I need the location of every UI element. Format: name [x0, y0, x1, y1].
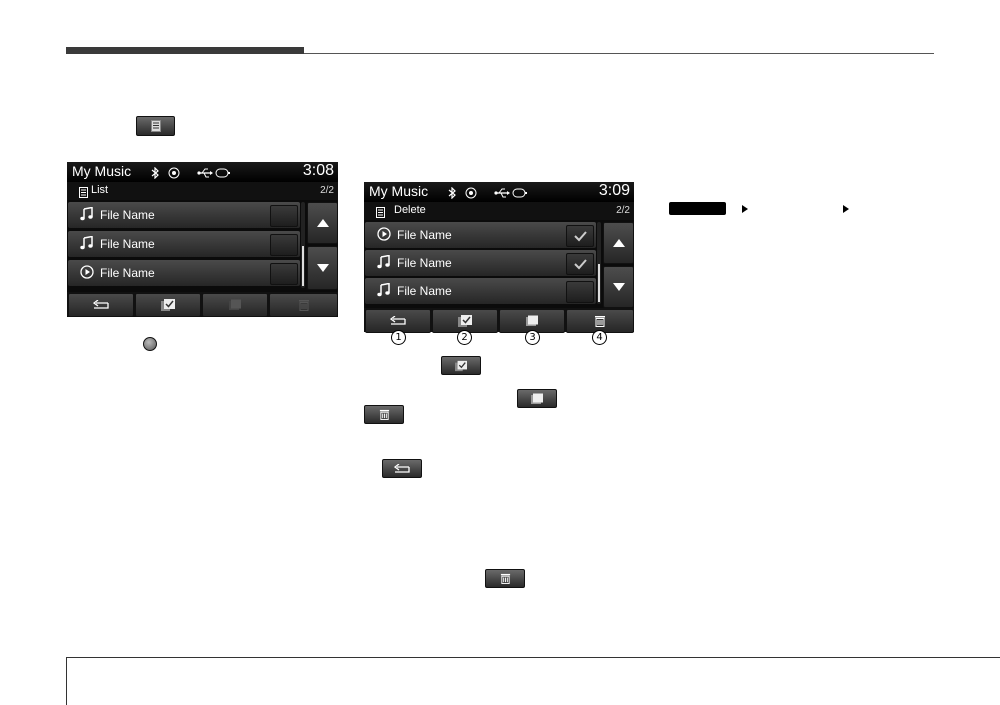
- unmark-all-icon: [526, 315, 538, 326]
- mark-all-chip-icon: [441, 356, 481, 375]
- mode-label: Delete: [394, 204, 426, 216]
- mark-all-button[interactable]: [135, 293, 201, 317]
- screen-title: My Music: [72, 163, 132, 179]
- path-arrow-icon: [742, 205, 748, 213]
- screen-title: My Music: [369, 183, 429, 199]
- bottom-toolbar: [67, 292, 338, 317]
- checkmark-icon: [574, 259, 587, 270]
- callout-1: 1: [391, 330, 406, 345]
- list-doc-icon: [79, 185, 88, 203]
- file-name: File Name: [397, 256, 452, 270]
- unmark-all-icon: [229, 299, 241, 310]
- scrollbar[interactable]: [597, 222, 601, 304]
- footer-rule: [66, 657, 1000, 658]
- back-button[interactable]: [68, 293, 134, 317]
- scrollbar[interactable]: [301, 202, 305, 288]
- scroll-thumb[interactable]: [302, 246, 304, 286]
- disc-icon: [465, 186, 477, 204]
- back-icon: [390, 316, 406, 325]
- checkbox-checked[interactable]: [566, 225, 594, 247]
- arrow-up-icon: [316, 219, 329, 227]
- usb-icon: [197, 166, 213, 184]
- callout-3: 3: [525, 330, 540, 345]
- scroll-down-button[interactable]: [603, 266, 634, 308]
- callout-2: 2: [457, 330, 472, 345]
- checkmark-icon: [574, 231, 587, 242]
- mode-bar: Delete 2/2: [364, 202, 634, 220]
- file-name: File Name: [397, 284, 452, 298]
- bottom-toolbar: [364, 308, 634, 333]
- list-item[interactable]: File Name: [68, 260, 300, 286]
- list-item[interactable]: File Name: [365, 278, 596, 304]
- checkbox[interactable]: [270, 234, 298, 256]
- page-indicator: 2/2: [320, 185, 334, 196]
- clock: 3:09: [598, 182, 630, 199]
- arrow-down-icon: [316, 264, 329, 272]
- music-note-icon: [80, 206, 94, 226]
- play-icon: [377, 227, 391, 246]
- status-bar: My Music 3:09: [364, 182, 634, 202]
- list-button-icon: [136, 116, 175, 136]
- back-chip-icon: [382, 459, 422, 478]
- play-icon: [80, 265, 94, 284]
- unmark-all-button[interactable]: [202, 293, 268, 317]
- delete-button[interactable]: [566, 309, 634, 333]
- disc-icon: [168, 166, 180, 184]
- path-arrow-icon: [843, 205, 849, 213]
- unmark-all-chip-icon: [517, 389, 557, 408]
- bluetooth-icon: [151, 166, 159, 184]
- file-name: File Name: [100, 237, 155, 251]
- delete-button[interactable]: [269, 293, 338, 317]
- screen-list-mode: My Music 3:08 List 2/2 File Name File Na…: [67, 162, 338, 317]
- list-item[interactable]: File Name: [68, 202, 300, 228]
- footer-divider: [66, 657, 67, 705]
- checkbox-checked[interactable]: [566, 253, 594, 275]
- list-item[interactable]: File Name: [365, 250, 596, 276]
- delete-doc-icon: [376, 205, 385, 223]
- ipod-icon: [215, 166, 231, 184]
- list-item[interactable]: File Name: [365, 222, 596, 248]
- mode-bar: List 2/2: [67, 182, 338, 200]
- screen-delete-mode: My Music 3:09 Delete 2/2 File Name File …: [364, 182, 634, 333]
- mark-all-icon: [458, 315, 472, 327]
- scroll-thumb[interactable]: [598, 264, 600, 302]
- tune-knob-icon: [143, 337, 157, 351]
- bluetooth-icon: [448, 186, 456, 204]
- status-bar: My Music 3:08: [67, 162, 338, 182]
- menu-key-badge: [669, 202, 726, 215]
- scroll-down-button[interactable]: [307, 246, 338, 290]
- trash-chip-icon: [364, 405, 404, 424]
- music-note-icon: [377, 282, 391, 302]
- page-indicator: 2/2: [616, 205, 630, 216]
- music-note-icon: [377, 254, 391, 274]
- list-item[interactable]: File Name: [68, 231, 300, 257]
- header-accent-bar: [66, 47, 304, 54]
- arrow-down-icon: [612, 283, 625, 291]
- header-rule: [304, 53, 934, 54]
- checkbox[interactable]: [270, 205, 298, 227]
- back-icon: [93, 300, 109, 309]
- file-name: File Name: [397, 228, 452, 242]
- trash-icon: [298, 300, 309, 311]
- arrow-up-icon: [612, 239, 625, 247]
- mark-all-icon: [161, 299, 175, 311]
- music-note-icon: [80, 235, 94, 255]
- callout-4: 4: [592, 330, 607, 345]
- scroll-up-button[interactable]: [603, 222, 634, 264]
- checkbox[interactable]: [566, 281, 594, 303]
- trash-chip-icon: [485, 569, 525, 588]
- mode-label: List: [91, 184, 109, 196]
- scroll-up-button[interactable]: [307, 202, 338, 244]
- usb-icon: [494, 186, 510, 204]
- mark-all-button[interactable]: [432, 309, 498, 333]
- checkbox[interactable]: [270, 263, 298, 285]
- file-name: File Name: [100, 266, 155, 280]
- ipod-icon: [512, 186, 528, 204]
- clock: 3:08: [302, 162, 334, 179]
- trash-icon: [595, 316, 605, 327]
- file-name: File Name: [100, 208, 155, 222]
